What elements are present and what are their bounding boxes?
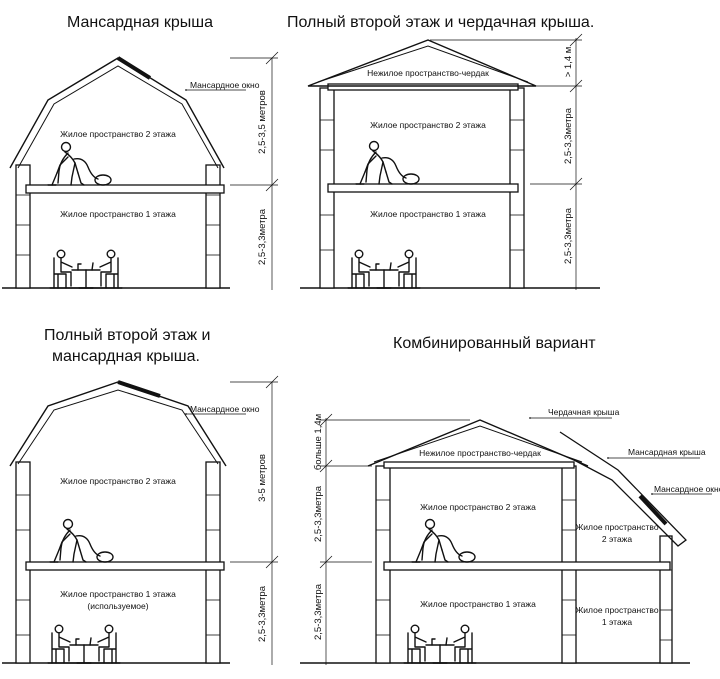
side-floor1-line2: 1 этажа bbox=[602, 617, 632, 627]
dim-attic: больше 1,4м bbox=[313, 414, 324, 470]
attic-roof bbox=[307, 39, 537, 87]
vacuum-figure bbox=[49, 518, 114, 563]
dim-lower: 2,5-3,3метра bbox=[257, 585, 268, 642]
dim-lower: 2,5-3,3метра bbox=[563, 207, 574, 264]
dining-figures bbox=[47, 624, 121, 664]
dim-attic: > 1,4 м bbox=[563, 47, 574, 78]
mansard-window bbox=[117, 380, 161, 398]
panel-2-title: Полный второй этаж и чердачная крыша. bbox=[287, 14, 594, 31]
floor-slab bbox=[327, 183, 519, 193]
panel-4: Комбинированный вариант Чердачная крыша … bbox=[300, 335, 720, 665]
right-wall bbox=[205, 164, 221, 289]
dim-upper: 2,5-3,5 метров bbox=[257, 90, 268, 154]
floor2-label: Жилое пространство 2 этажа bbox=[370, 120, 486, 130]
dining-figures bbox=[403, 624, 477, 664]
panel-3-title-line2: мансардная крыша. bbox=[52, 348, 200, 365]
window-label: Мансардное окно bbox=[654, 484, 720, 494]
attic-slab bbox=[383, 461, 575, 469]
floor-slab bbox=[25, 184, 225, 194]
dim-upper: 2,5-3,3метра bbox=[563, 107, 574, 164]
side-floor2-line1: Жилое пространство bbox=[575, 522, 658, 532]
panel-4-title: Комбинированный вариант bbox=[393, 335, 596, 352]
attic-label: Нежилое пространство-чердак bbox=[419, 448, 541, 458]
attic-slab bbox=[327, 83, 519, 91]
vacuum-figure bbox=[411, 518, 476, 563]
mansard-roof bbox=[9, 57, 225, 169]
side-floor1-line1: Жилое пространство bbox=[575, 605, 658, 615]
floor1-label: Жилое пространство 1 этажа bbox=[60, 589, 176, 599]
floor-slab bbox=[25, 561, 225, 571]
dining-figures bbox=[347, 249, 421, 289]
mansard-window-label: Мансардное окно bbox=[190, 80, 260, 90]
panel-1: Мансардная крыша Мансардное окно Жилое п… bbox=[2, 14, 279, 290]
dim-lower: 2,5-3,3метра bbox=[313, 583, 324, 640]
dim-upper: 3-5 метров bbox=[257, 454, 268, 502]
floor2-label: Жилое пространство 2 этажа bbox=[420, 502, 536, 512]
floor1-label: Жилое пространство 1 этажа bbox=[420, 599, 536, 609]
mansard-roof bbox=[9, 381, 227, 467]
dining-figures bbox=[49, 249, 123, 289]
mansard-side-roof bbox=[559, 431, 687, 547]
floor1-label: Жилое пространство 1 этажа bbox=[60, 209, 176, 219]
attic-label: Нежилое пространство-чердак bbox=[367, 68, 489, 78]
mansard-window bbox=[116, 56, 152, 80]
panel-3-title-line1: Полный второй этаж и bbox=[44, 327, 210, 344]
mansard-window-label: Мансардное окно bbox=[190, 404, 260, 414]
mansard-window bbox=[638, 494, 668, 526]
side-floor2-line2: 2 этажа bbox=[602, 534, 632, 544]
vacuum-figure bbox=[47, 141, 112, 186]
left-wall bbox=[15, 164, 31, 289]
attic-roof-label: Чердачная крыша bbox=[548, 407, 620, 417]
vacuum-figure bbox=[355, 140, 420, 185]
floor2-label: Жилое пространство 2 этажа bbox=[60, 129, 176, 139]
panel-2: Полный второй этаж и чердачная крыша. Не… bbox=[287, 14, 600, 290]
panel-1-title: Мансардная крыша bbox=[67, 14, 213, 31]
floor1-label: Жилое пространство 1 этажа bbox=[370, 209, 486, 219]
side-wall bbox=[659, 535, 673, 664]
attic-roof bbox=[367, 419, 589, 467]
dim-lower: 2,5-3,3метра bbox=[257, 208, 268, 265]
floor2-label: Жилое пространство 2 этажа bbox=[60, 476, 176, 486]
floor-slab bbox=[383, 561, 671, 571]
floor1-note: (используемое) bbox=[87, 601, 148, 611]
mansard-roof-label: Мансардная крыша bbox=[628, 447, 706, 457]
dim-upper: 2,5-3,3метра bbox=[313, 485, 324, 542]
panel-3: Полный второй этаж и мансардная крыша. М… bbox=[2, 327, 279, 665]
